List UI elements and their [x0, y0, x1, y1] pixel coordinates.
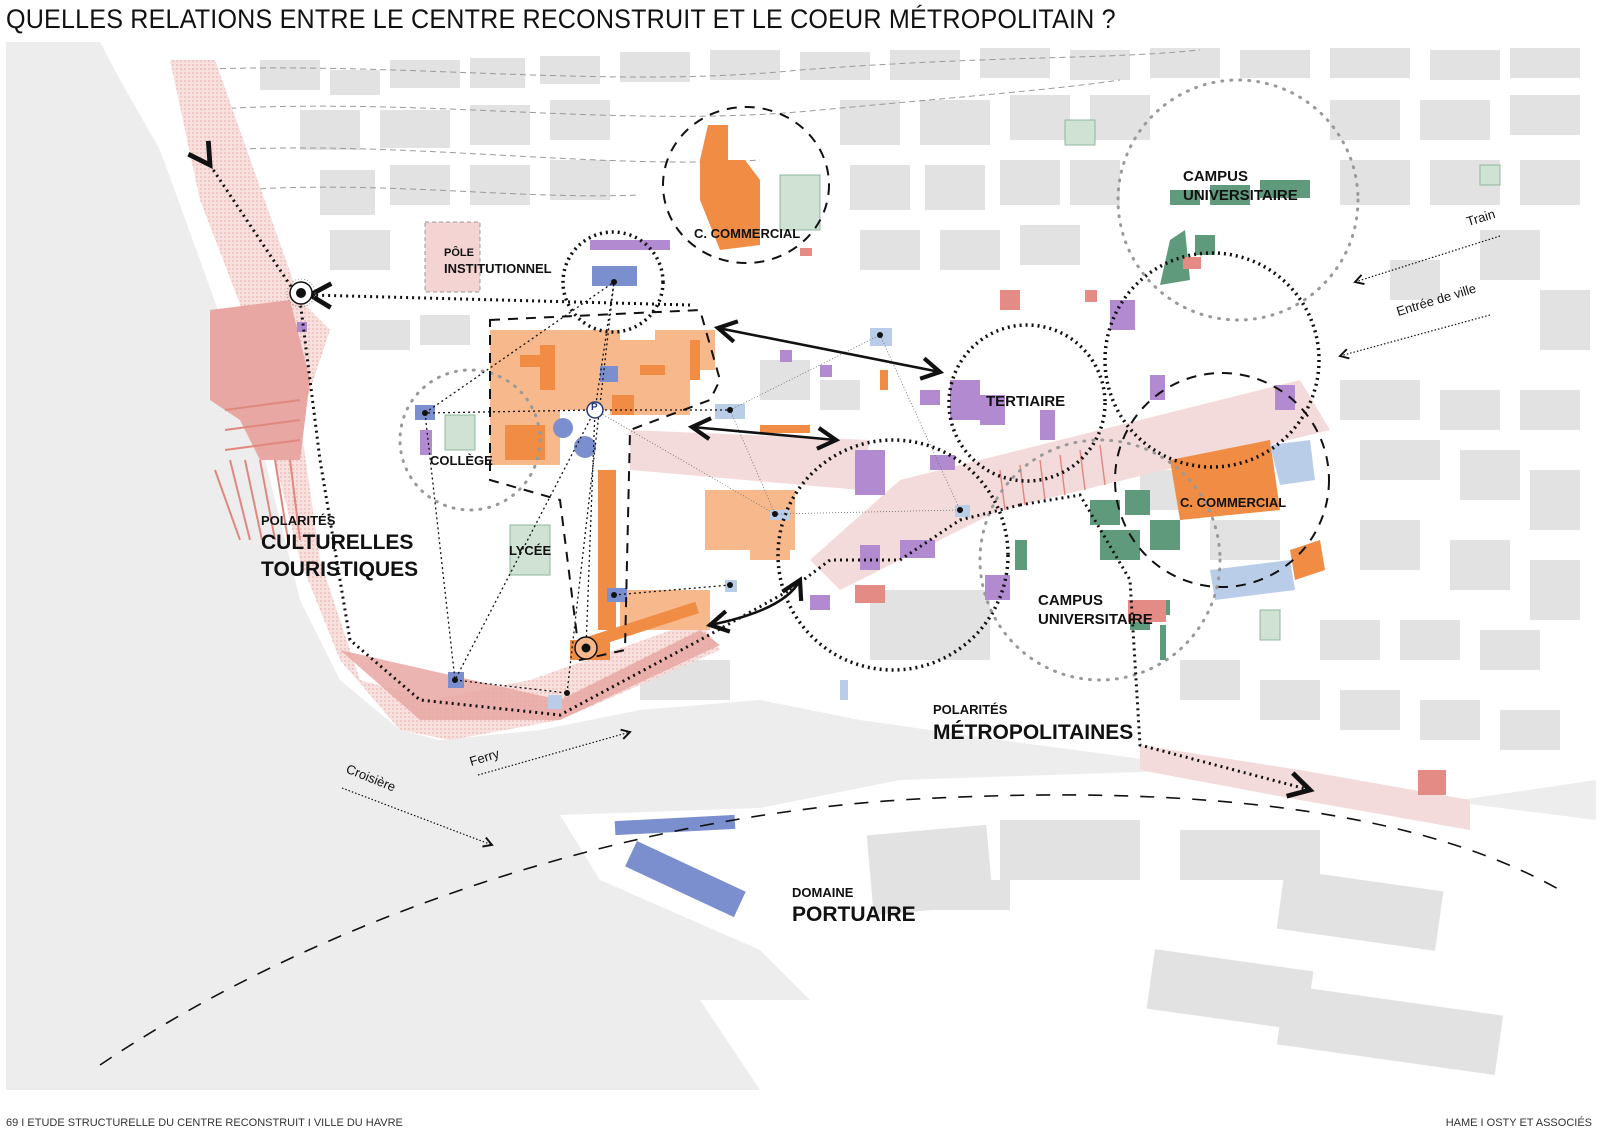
contour-lines — [179, 49, 1201, 197]
label-pole: PÔLE — [444, 247, 474, 259]
marina-piers — [214, 399, 301, 541]
relation-arrows — [687, 319, 945, 634]
label-lycee: LYCÉE — [509, 543, 552, 558]
circle-c-commercial-north — [662, 106, 830, 264]
coastal-promenade — [170, 60, 720, 740]
tertiary-buildings — [297, 240, 1295, 610]
culture-zone-beach — [210, 300, 310, 460]
circle-c-commercial-east — [1114, 372, 1330, 588]
label-polarites-culturelles-small: POLARITÉS — [261, 513, 336, 528]
waterfront-culture-zone — [340, 630, 720, 720]
footer-left: 69 I ETUDE STRUCTURELLE DU CENTRE RECONS… — [6, 1117, 403, 1129]
label-c-commercial-north: C. COMMERCIAL — [694, 226, 801, 241]
label-culturelles: CULTURELLES — [261, 531, 414, 554]
label-college: COLLÈGE — [430, 453, 493, 468]
culture-buildings — [800, 248, 1201, 622]
landmark-target-icon — [574, 636, 598, 660]
label-campus-south-1: CAMPUS — [1038, 592, 1104, 609]
label-institutionnel: INSTITUTIONNEL — [444, 261, 552, 276]
label-tertiaire: TERTIAIRE — [986, 393, 1066, 410]
polarity-circles — [561, 106, 1330, 672]
connection-lines — [424, 281, 731, 694]
circle-gare — [1103, 251, 1321, 469]
map-canvas[interactable]: PÔLE INSTITUTIONNEL C. COMMERCIAL CAMPUS… — [6, 42, 1596, 1090]
map-svg — [6, 42, 1596, 1090]
label-c-commercial-east: C. COMMERCIAL — [1180, 495, 1287, 510]
label-metropolitaines: MÉTROPOLITAINES — [933, 721, 1134, 744]
pedestrian-routes — [187, 140, 1315, 799]
parking-icon — [586, 401, 604, 419]
campus-light-buildings — [444, 119, 1501, 641]
east-commercial-annex — [1210, 560, 1295, 600]
centre-perimeter — [489, 308, 722, 662]
parking-label: P — [591, 402, 598, 413]
label-polarites-metro-small: POLARITÉS — [933, 702, 1008, 717]
rail-tracks — [999, 444, 1106, 511]
c-commercial-north-building — [700, 125, 760, 250]
soft-circles — [398, 78, 1360, 682]
rail-yard-east — [810, 380, 1330, 590]
label-touristiques: TOURISTIQUES — [261, 558, 419, 581]
circle-tertiaire — [947, 323, 1107, 483]
landmark-target-icon — [286, 278, 316, 308]
label-campus-north-2: UNIVERSITAIRE — [1183, 187, 1298, 204]
label-campus-south-2: UNIVERSITAIRE — [1038, 611, 1153, 628]
circle-docks — [776, 438, 1010, 672]
port-boundary — [99, 794, 1561, 1066]
campus-buildings — [1015, 180, 1310, 660]
network-nodes — [422, 279, 963, 696]
circle-pole-institutionnel-hotel — [561, 230, 665, 334]
pole-institutionnel-zone — [424, 221, 481, 293]
page-title: QUELLES RELATIONS ENTRE LE CENTRE RECONS… — [6, 4, 1116, 34]
flow-arrows — [341, 235, 1501, 848]
footer-right: HAME I OSTY ET ASSOCIÉS — [1445, 1117, 1592, 1129]
label-portuaire: PORTUAIRE — [792, 903, 916, 926]
label-campus-north-1: CAMPUS — [1183, 168, 1249, 185]
label-domaine: DOMAINE — [792, 885, 854, 900]
